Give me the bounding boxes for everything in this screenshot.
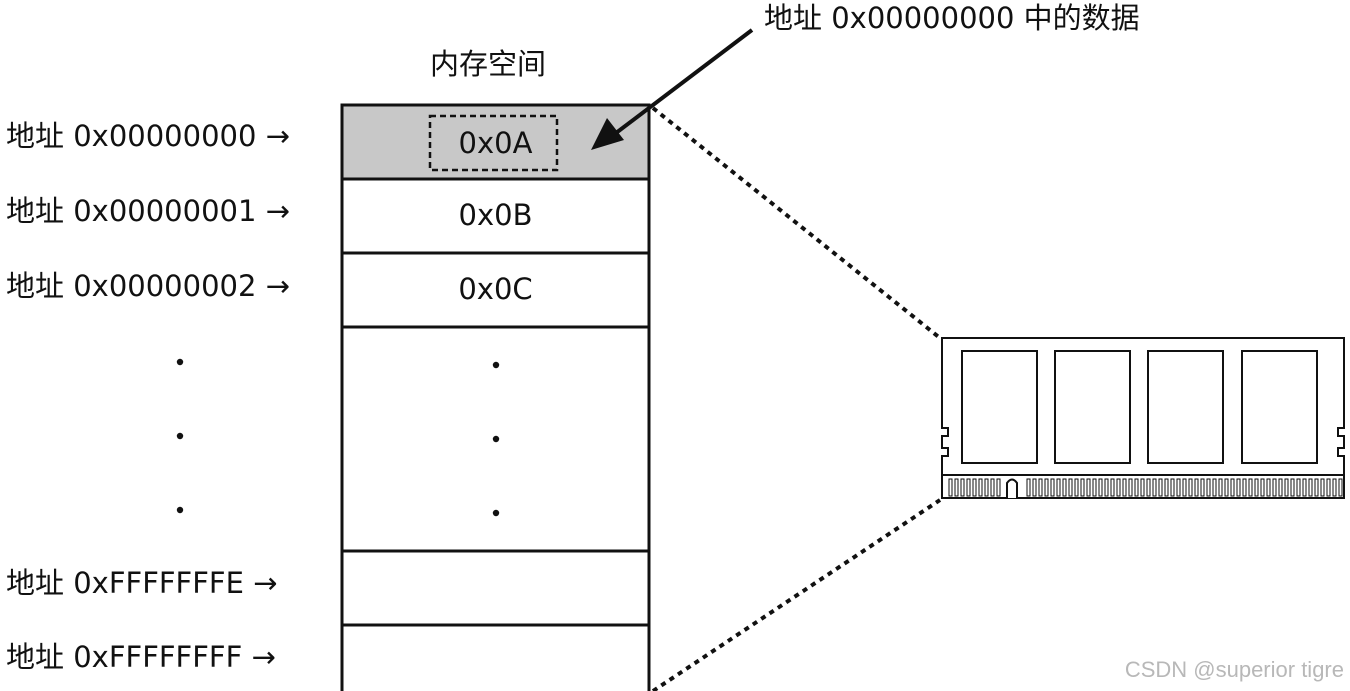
ram-pin xyxy=(1248,478,1253,497)
ram-pin xyxy=(1332,478,1337,497)
ram-pin xyxy=(1338,478,1343,497)
ram-pin xyxy=(984,478,989,497)
ram-pin xyxy=(1260,478,1265,497)
ram-pin xyxy=(1212,478,1217,497)
vertical-ellipsis-icon xyxy=(176,358,184,514)
ram-pin xyxy=(1272,478,1277,497)
ram-pin xyxy=(1056,478,1061,497)
address-label: 地址 0xFFFFFFFE → xyxy=(6,566,278,600)
ram-pin xyxy=(1278,478,1283,497)
ram-pin xyxy=(1134,478,1139,497)
ram-pins xyxy=(948,478,1343,497)
ram-pin xyxy=(1050,478,1055,497)
ram-pin xyxy=(1026,478,1031,497)
ram-pin xyxy=(1200,478,1205,497)
memory-cell-value: 0x0C xyxy=(458,272,533,306)
ram-pin xyxy=(1326,478,1331,497)
ram-pin xyxy=(1098,478,1103,497)
ram-pin xyxy=(966,478,971,497)
ram-pin xyxy=(1122,478,1127,497)
memory-column xyxy=(340,103,651,691)
arrow-icon xyxy=(591,28,754,150)
ram-pin xyxy=(1296,478,1301,497)
ram-pin xyxy=(1266,478,1271,497)
ram-pin xyxy=(1182,478,1187,497)
selected-cell-dashed-box xyxy=(428,114,559,172)
address-label: 地址 0x00000002 → xyxy=(6,269,290,303)
ram-pin xyxy=(1230,478,1235,497)
ram-pin xyxy=(1224,478,1229,497)
ram-pin xyxy=(1032,478,1037,497)
ram-pin xyxy=(1254,478,1259,497)
ram-pin xyxy=(1116,478,1121,497)
ram-pin xyxy=(1290,478,1295,497)
memory-cell-value: 0x0A xyxy=(458,126,533,160)
ram-pin xyxy=(1188,478,1193,497)
ram-pin xyxy=(1128,478,1133,497)
ram-pin xyxy=(1152,478,1157,497)
ram-pin xyxy=(1140,478,1145,497)
ram-pin xyxy=(1236,478,1241,497)
ram-pin xyxy=(1170,478,1175,497)
ram-pin xyxy=(954,478,959,497)
memory-space-title: 内存空间 xyxy=(430,47,547,81)
address-label: 地址 0x00000001 → xyxy=(6,194,290,228)
ram-pin xyxy=(1110,478,1115,497)
ram-pin xyxy=(1284,478,1289,497)
ram-pin xyxy=(1146,478,1151,497)
ram-pin xyxy=(1176,478,1181,497)
memory-column-border xyxy=(340,103,651,691)
data-callout-label: 地址 0x00000000 中的数据 xyxy=(764,1,1140,35)
ram-pin xyxy=(990,478,995,497)
ram-pin xyxy=(1218,478,1223,497)
address-label: 地址 0xFFFFFFFF → xyxy=(6,640,276,674)
ram-pin xyxy=(978,478,983,497)
ram-pin xyxy=(1164,478,1169,497)
ram-pin xyxy=(996,478,1001,497)
ram-pin xyxy=(1080,478,1085,497)
ram-pin xyxy=(1206,478,1211,497)
zoom-line-bottom xyxy=(651,498,942,691)
ram-module-icon xyxy=(941,337,1345,499)
ram-pin xyxy=(1104,478,1109,497)
ram-pin xyxy=(1242,478,1247,497)
ram-pin xyxy=(1320,478,1325,497)
watermark: CSDN @superior tigre xyxy=(1124,657,1344,682)
ram-pin xyxy=(948,478,953,497)
ram-pin xyxy=(1074,478,1079,497)
ram-pin xyxy=(972,478,977,497)
ram-pin xyxy=(960,478,965,497)
ram-pin xyxy=(1092,478,1097,497)
memory-cell-value: 0x0B xyxy=(458,198,533,232)
ram-pin xyxy=(1062,478,1067,497)
vertical-ellipsis-icon xyxy=(492,361,500,517)
ram-pin xyxy=(1038,478,1043,497)
ram-pin xyxy=(1068,478,1073,497)
zoom-line-top xyxy=(651,106,942,340)
ram-pin xyxy=(1314,478,1319,497)
ram-pin xyxy=(1044,478,1049,497)
address-label: 地址 0x00000000 → xyxy=(6,119,290,153)
ram-pin xyxy=(1308,478,1313,497)
ram-pin xyxy=(1194,478,1199,497)
ram-pin xyxy=(1158,478,1163,497)
ram-pin xyxy=(1086,478,1091,497)
ram-pin xyxy=(1302,478,1307,497)
